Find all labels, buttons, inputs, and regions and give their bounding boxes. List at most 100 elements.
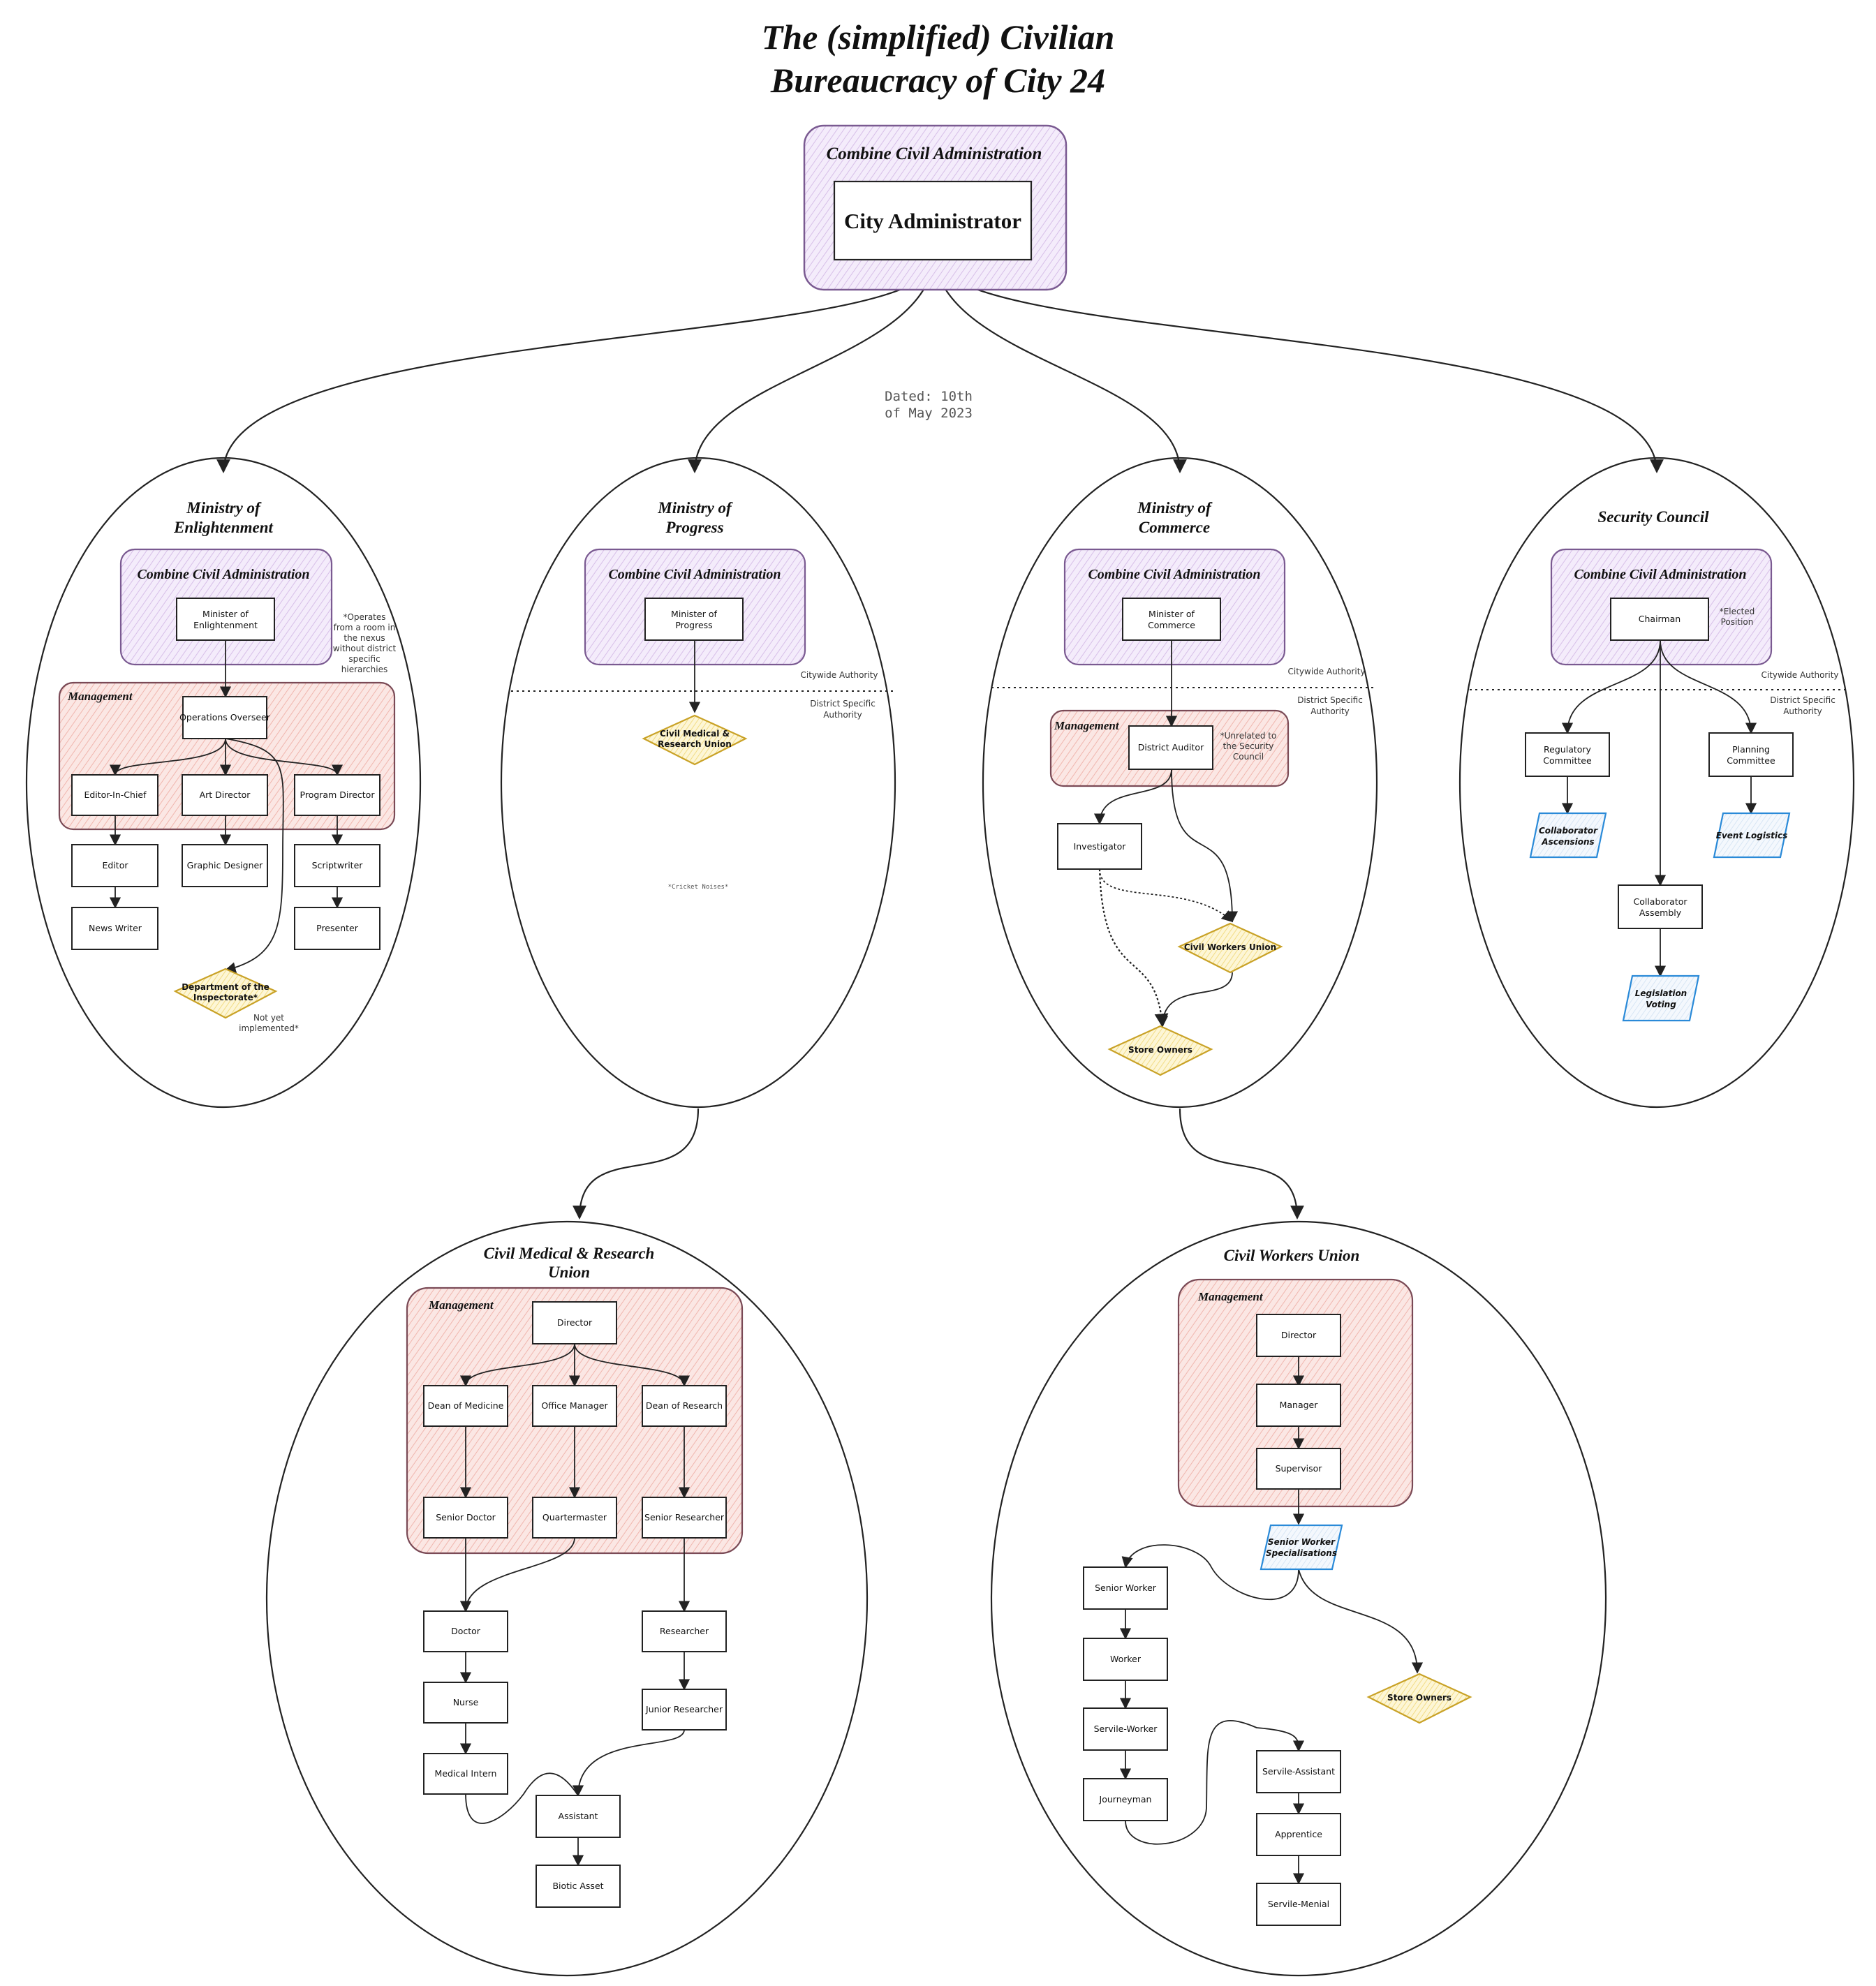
voting-label-1: Legislation [1635, 988, 1687, 998]
diagram-title: The (simplified) Civilian Bureaucracy of… [0, 15, 1876, 102]
cricket-noises-note: *Cricket Noises* [668, 884, 729, 891]
commerce-union-diamond [1177, 922, 1283, 974]
city-administrator-label: City Administrator [844, 209, 1021, 233]
quartermaster-label: Quartermaster [542, 1512, 607, 1522]
enlightenment-management-label: Management [67, 690, 133, 703]
title-line-1: The (simplified) Civilian [761, 17, 1115, 57]
side-notes: *Operates from a room in the nexus witho… [239, 607, 1755, 1033]
inspectorate-label-2: Inspectorate* [193, 993, 258, 1002]
progress-ellipse [500, 457, 896, 1109]
dean-medicine-label: Dean of Medicine [428, 1400, 504, 1411]
biotic-asset-label: Biotic Asset [552, 1881, 603, 1891]
art-director-label: Art Director [200, 790, 251, 800]
progress-district-label-1: District Specific [810, 699, 876, 709]
regulatory-label-2: Committee [1543, 755, 1592, 766]
ascensions-label-2: Ascensions [1541, 837, 1594, 847]
senior-worker-label: Senior Worker [1095, 1583, 1157, 1593]
security-title: Security Council [1597, 508, 1709, 526]
researcher-label: Researcher [660, 1626, 709, 1636]
auditor-note-2: the Security [1223, 741, 1274, 751]
nexus-note-1: *Operates [343, 612, 385, 622]
commerce-title-2: Commerce [1139, 519, 1210, 536]
specialisations-label-2: Specialisations [1266, 1548, 1337, 1558]
regulatory-label-1: Regulatory [1544, 744, 1591, 755]
ascensions-shape [1529, 812, 1607, 859]
authority-labels: Citywide Authority District Specific Aut… [800, 667, 1838, 720]
auditor-note-3: Council [1233, 752, 1264, 762]
commerce-management-label: Management [1054, 719, 1120, 732]
editor-in-chief-label: Editor-In-Chief [84, 790, 147, 800]
function-parallelograms [1260, 812, 1791, 1571]
progress-cca-label: Combine Civil Administration [608, 567, 781, 582]
program-director-label: Program Director [300, 790, 376, 800]
commerce-title-1: Ministry of [1137, 499, 1213, 517]
voting-label-2: Voting [1646, 1000, 1676, 1009]
progress-citywide-label: Citywide Authority [800, 670, 878, 680]
senior-researcher-label: Senior Researcher [644, 1512, 725, 1522]
medical-director-label: Director [557, 1317, 593, 1328]
enlightenment-minister-label-2: Enlightenment [193, 620, 258, 630]
group-containers [58, 548, 1773, 1555]
editor-label: Editor [103, 860, 129, 870]
security-cca-label: Combine Civil Administration [1574, 567, 1746, 582]
enlightenment-ellipse [25, 457, 422, 1109]
nexus-note-3: the nexus [344, 633, 385, 643]
workers-union-ellipse [990, 1220, 1607, 1977]
progress-district-label-2: Authority [823, 710, 862, 720]
connector-to-enlightenment [216, 259, 936, 473]
commerce-district-label-1: District Specific [1297, 695, 1363, 705]
servile-assistant-label: Servile-Assistant [1262, 1766, 1335, 1777]
journeyman-label: Journeyman [1099, 1794, 1152, 1805]
security-district-label-2: Authority [1783, 706, 1822, 716]
function-labels: Collaborator Ascensions Event Logistics … [1266, 826, 1787, 1558]
top-cca-label: Combine Civil Administration [827, 144, 1042, 163]
district-auditor-label: District Auditor [1138, 742, 1204, 753]
security-district-label-1: District Specific [1770, 695, 1836, 705]
date-note-line-2: of May 2023 [885, 406, 973, 421]
graphic-designer-label: Graphic Designer [187, 860, 264, 870]
enlightenment-title-2: Enlightenment [173, 519, 273, 536]
office-manager-label: Office Manager [541, 1400, 608, 1411]
date-note-line-1: Dated: 10th [885, 389, 973, 404]
workers-store-owners-label: Store Owners [1387, 1693, 1452, 1703]
scriptwriter-label: Scriptwriter [312, 860, 364, 870]
enlightenment-title-1: Ministry of [186, 499, 262, 517]
assembly-label-1: Collaborator [1633, 896, 1687, 907]
nexus-note-4: without district [333, 644, 397, 653]
workers-management-label: Management [1197, 1290, 1264, 1303]
enlightenment-minister-label-1: Minister of [202, 609, 249, 619]
nexus-note-2: from a room in [334, 623, 396, 632]
connector-to-workers-union [1179, 1108, 1304, 1220]
commerce-district-label-2: Authority [1310, 706, 1350, 716]
planning-label-2: Committee [1727, 755, 1775, 766]
nurse-label: Nurse [453, 1697, 479, 1707]
assembly-label-2: Assembly [1639, 907, 1682, 918]
nexus-note-6: hierarchies [341, 665, 387, 674]
connector-to-progress [688, 259, 936, 473]
commerce-ellipse [982, 457, 1378, 1109]
presenter-label: Presenter [316, 923, 359, 933]
workers-director-label: Director [1281, 1330, 1317, 1340]
commerce-store-owners-label: Store Owners [1128, 1045, 1192, 1055]
chairman-label: Chairman [1639, 614, 1681, 624]
section-ellipses [25, 457, 1855, 1977]
junior-researcher-label: Junior Researcher [645, 1704, 723, 1714]
planning-label-1: Planning [1732, 744, 1770, 755]
security-citywide-label: Citywide Authority [1761, 670, 1838, 680]
progress-union-label-2: Research Union [658, 739, 732, 749]
workers-supervisor-label: Supervisor [1276, 1463, 1323, 1474]
main-connectors [216, 259, 1664, 1220]
authority-dividers [511, 687, 1847, 692]
dean-research-label: Dean of Research [646, 1400, 723, 1411]
specialisations-shape [1260, 1524, 1343, 1571]
worker-label: Worker [1110, 1654, 1142, 1664]
investigator-label: Investigator [1074, 841, 1127, 852]
workers-manager-label: Manager [1280, 1400, 1319, 1410]
operations-overseer-label: Operations Overseer [179, 712, 271, 722]
commerce-minister-label-2: Commerce [1148, 620, 1195, 630]
progress-title-2: Progress [665, 519, 723, 536]
connector-to-medical-union [573, 1108, 700, 1220]
servile-menial-label: Servile-Menial [1268, 1899, 1329, 1909]
connector-to-security [933, 259, 1664, 473]
progress-minister-label-1: Minister of [671, 609, 718, 619]
